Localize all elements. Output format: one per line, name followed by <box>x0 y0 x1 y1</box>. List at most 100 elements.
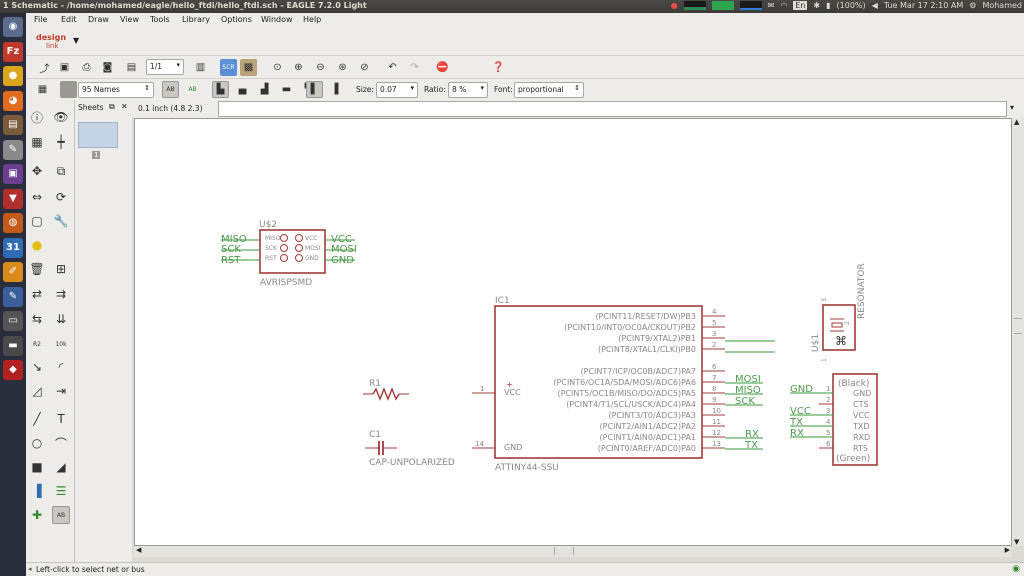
show-eye-icon[interactable]: 👁 <box>53 110 69 124</box>
mirror-text-icon[interactable]: ▌ <box>306 81 323 98</box>
replace-icon[interactable]: ⇆ <box>31 312 43 326</box>
vertical-scrollbar[interactable]: ▲ ▼ <box>1012 118 1024 546</box>
undo-icon[interactable]: ↶ <box>388 62 397 73</box>
user-name[interactable]: Mohamed <box>982 1 1022 10</box>
zoom-fit-icon[interactable]: ⊙ <box>273 62 282 73</box>
menu-tools[interactable]: Tools <box>150 15 170 24</box>
group-icon[interactable]: ▢ <box>31 214 43 228</box>
ic1-attiny44-symbol[interactable]: IC1 ATTINY44-SSU 1 14 VCC GND + 4(PCINT1… <box>472 296 775 473</box>
smash-icon[interactable]: ↘ <box>31 360 43 374</box>
sheet-icon[interactable]: ▤ <box>126 62 137 73</box>
filezilla-icon[interactable]: Fz <box>3 41 23 62</box>
delete-icon[interactable]: 🗑 <box>29 262 45 276</box>
vscroll-thumb[interactable] <box>1014 318 1022 334</box>
close-icon[interactable]: ✕ <box>121 102 128 111</box>
design-link-logo[interactable]: design link <box>36 33 67 51</box>
zoom-select-icon[interactable]: ⊘ <box>360 62 369 73</box>
text-icon[interactable]: T <box>57 412 65 426</box>
align-bottom-right-icon[interactable]: ▟ <box>260 84 269 95</box>
battery-icon[interactable]: ▮ <box>826 1 831 10</box>
info-icon[interactable]: ⓘ <box>30 110 43 125</box>
schematic-canvas[interactable]: U$2 AVRISPSMD MISO SCK RST VCC MOSI GND … <box>134 118 1012 546</box>
net-icon[interactable]: ☰ <box>55 484 67 498</box>
sheet-thumbnail[interactable] <box>78 122 118 148</box>
cpu-graph-icon[interactable] <box>683 1 706 10</box>
menu-file[interactable]: File <box>34 15 48 24</box>
polygon-icon[interactable]: ◢ <box>56 460 66 474</box>
bluetooth-icon[interactable]: ✱ <box>813 1 821 10</box>
print-icon[interactable]: ⎙ <box>82 62 91 73</box>
invoke-icon[interactable]: ⇊ <box>55 312 67 326</box>
layer-select[interactable]: 95 Names⇕ <box>78 82 154 98</box>
dash-icon[interactable]: ◉ <box>3 17 23 37</box>
float-panel-icon[interactable]: ⧉ <box>109 102 115 111</box>
rotate-icon[interactable]: ⟳ <box>55 190 67 204</box>
mark-icon[interactable]: ┿ <box>57 135 65 149</box>
pencil-icon[interactable]: ✎ <box>3 286 23 307</box>
menu-window[interactable]: Window <box>261 15 293 24</box>
ratio-input[interactable]: 8 %▾ <box>448 82 488 98</box>
popcorn-icon[interactable]: ▼ <box>3 188 23 209</box>
u2-avrisp-symbol[interactable]: U$2 AVRISPSMD MISO SCK RST VCC MOSI GND … <box>221 220 357 288</box>
chrome-icon[interactable]: ● <box>3 66 23 86</box>
circle-icon[interactable]: ○ <box>31 436 43 450</box>
hscroll-thumb[interactable] <box>554 547 574 555</box>
text-editor-icon[interactable]: ✎ <box>3 139 23 160</box>
align-bottom-left-icon[interactable]: ▙ <box>212 81 229 98</box>
wifi-icon[interactable]: ◠ <box>780 1 788 10</box>
ulp-icon[interactable]: ▩ <box>240 59 257 76</box>
scroll-up-icon[interactable]: ▲ <box>1014 118 1020 126</box>
zoom-out-icon[interactable]: ⊖ <box>316 62 325 73</box>
draw-icon[interactable]: ✐ <box>3 262 23 282</box>
files-icon[interactable]: ▤ <box>3 115 23 135</box>
grid-icon[interactable]: ▦ <box>37 84 48 95</box>
script-icon[interactable]: SCR <box>220 59 237 76</box>
name-icon[interactable]: R2 <box>33 340 41 348</box>
command-input[interactable] <box>218 101 1007 117</box>
firefox-icon[interactable]: ◕ <box>3 90 23 111</box>
redraw-icon[interactable]: ⊛ <box>338 62 347 73</box>
align-all-icon[interactable]: AB <box>162 81 179 98</box>
display-layers-icon[interactable]: ▦ <box>31 135 43 149</box>
scroll-right-icon[interactable]: ▶ <box>1004 546 1010 554</box>
cam-processor-icon[interactable]: ◙ <box>102 62 113 73</box>
menu-view[interactable]: View <box>120 15 139 24</box>
move-icon[interactable]: ✥ <box>31 164 43 178</box>
volume-icon[interactable]: ◀ <box>871 1 878 10</box>
mirror-icon[interactable]: ⇔ <box>31 190 43 204</box>
chevron-down-icon[interactable]: ▼ <box>73 36 80 45</box>
arc-icon[interactable]: ⌒ <box>54 436 67 451</box>
clock[interactable]: Tue Mar 17 2:10 AM <box>883 1 964 10</box>
text-align-icon[interactable]: AB <box>188 86 197 93</box>
calendar-icon[interactable]: 31 <box>3 237 23 258</box>
gateswap-icon[interactable]: ⇉ <box>55 287 67 301</box>
help-icon[interactable]: ❓ <box>492 62 505 73</box>
mail-icon[interactable]: ✉ <box>767 1 775 10</box>
copy-icon[interactable]: ⧉ <box>56 163 66 178</box>
r1-resistor-symbol[interactable]: R1 <box>363 379 409 401</box>
scroll-down-icon[interactable]: ▼ <box>1014 538 1020 546</box>
optimize-icon[interactable]: ⇥ <box>55 384 67 398</box>
split-icon[interactable]: ◿ <box>32 384 42 398</box>
font-select[interactable]: proportional⇕ <box>514 82 584 98</box>
add-part-icon[interactable]: ⊞ <box>55 262 67 276</box>
save-icon[interactable]: ▣ <box>59 62 70 73</box>
record-indicator-icon[interactable]: ● <box>670 1 678 10</box>
zoom-in-icon[interactable]: ⊕ <box>294 62 303 73</box>
label-icon[interactable]: AB <box>52 506 70 524</box>
miter-icon[interactable]: ◜ <box>58 360 64 374</box>
menu-edit[interactable]: Edit <box>61 15 77 24</box>
junction-icon[interactable]: ✚ <box>31 508 43 522</box>
sheet-select[interactable]: 1/1▾ <box>146 59 184 75</box>
editor-icon[interactable]: ▭ <box>3 311 23 331</box>
rectangle-icon[interactable]: ■ <box>31 460 43 474</box>
paste-icon[interactable]: ● <box>31 238 43 252</box>
redo-icon[interactable]: ↷ <box>410 62 419 73</box>
eagle-icon[interactable]: ◆ <box>3 360 23 380</box>
command-history-chevron-icon[interactable]: ▾ <box>1010 103 1015 112</box>
memory-graph-icon[interactable] <box>711 1 734 10</box>
resonator-symbol[interactable]: RESONATOR U$1 3 2 1 ⌘ <box>811 263 867 362</box>
bus-icon[interactable]: ▐ <box>32 484 42 498</box>
window-icon[interactable]: ▬ <box>3 335 23 356</box>
align-bottom-center-icon[interactable]: ▄ <box>238 84 247 95</box>
